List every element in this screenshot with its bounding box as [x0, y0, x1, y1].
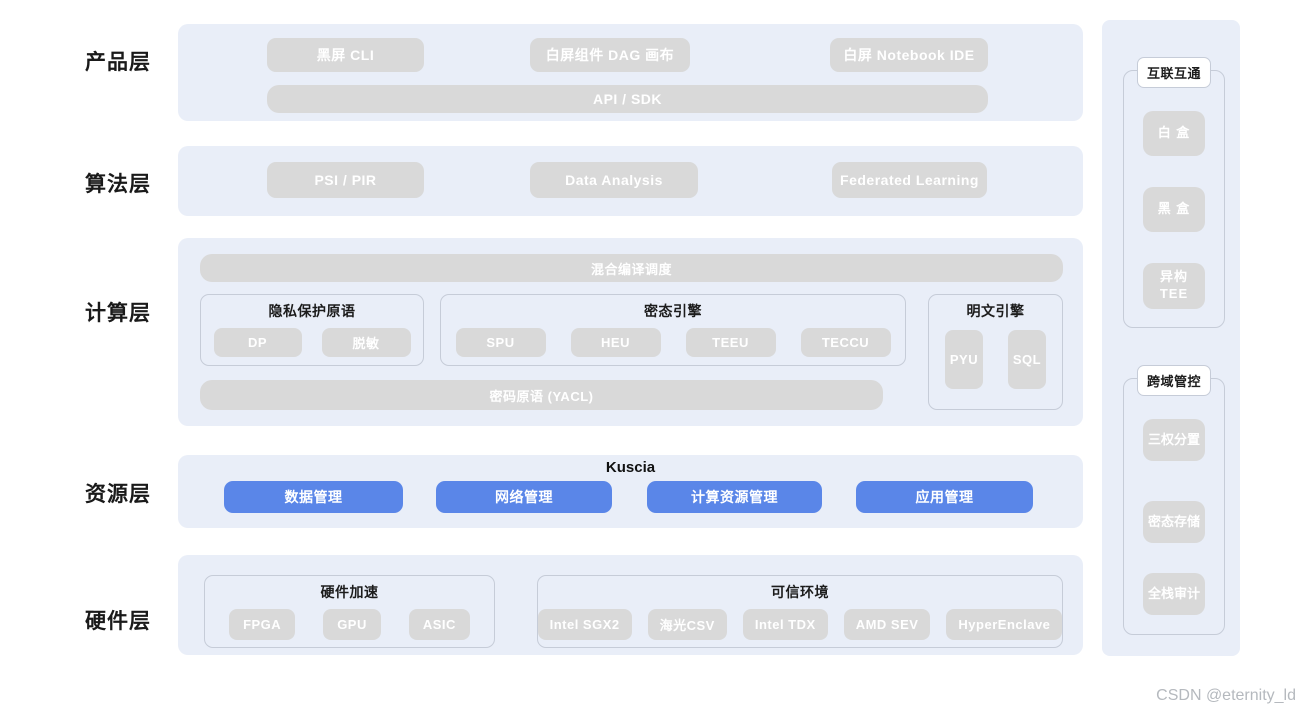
panel-hardware-layer: 硬件加速 FPGA GPU ASIC 可信环境 Intel SGX2 海光CSV… — [178, 555, 1083, 655]
pill-dp: DP — [213, 328, 302, 357]
pill-hygon-csv: 海光CSV — [647, 609, 727, 640]
panel-product-layer: 黑屏 CLI 白屏组件 DAG 画布 白屏 Notebook IDE API /… — [178, 24, 1083, 121]
pill-fullstack-audit: 全栈审计 — [1143, 573, 1205, 615]
pill-hybrid-scheduler: 混合编译调度 — [200, 254, 1063, 282]
csdn-watermark: CSDN @eternity_ld — [1156, 687, 1296, 704]
box-hardware-accel: 硬件加速 FPGA GPU ASIC — [204, 575, 495, 648]
box-title-cipher-engine: 密态引擎 — [644, 303, 702, 319]
layer-label-hardware: 硬件层 — [85, 610, 151, 633]
pill-rights-separation: 三权分置 — [1143, 419, 1205, 461]
pill-app-management: 应用管理 — [856, 481, 1033, 513]
pill-notebook-ide: 白屏 Notebook IDE — [830, 38, 988, 72]
pill-spu: SPU — [455, 328, 546, 357]
box-title-trusted-env: 可信环境 — [771, 584, 829, 600]
pill-dag-canvas: 白屏组件 DAG 画布 — [530, 38, 690, 72]
pill-compute-resource-management: 计算资源管理 — [647, 481, 822, 513]
pill-amd-sev: AMD SEV — [843, 609, 931, 640]
layer-label-resource: 资源层 — [85, 483, 151, 506]
tab-cross-domain-control: 跨域管控 — [1136, 365, 1212, 396]
pill-data-analysis: Data Analysis — [530, 162, 698, 198]
layer-label-product: 产品层 — [85, 51, 151, 74]
tab-interconnect: 互联互通 — [1136, 57, 1212, 88]
box-title-hardware-accel: 硬件加速 — [320, 584, 379, 600]
pill-pyu: PYU — [945, 330, 983, 389]
pill-data-management: 数据管理 — [224, 481, 403, 513]
pill-asic: ASIC — [408, 609, 470, 640]
box-interconnect: 互联互通 白 盒 黑 盒 异构 TEE — [1123, 57, 1225, 328]
pill-hetero-tee: 异构 TEE — [1143, 263, 1205, 309]
box-plaintext-engine: 明文引擎 PYU SQL — [928, 294, 1063, 410]
sidebar-panel: 互联互通 白 盒 黑 盒 异构 TEE 跨域管控 三权分置 密态存储 全栈审计 — [1102, 20, 1240, 656]
pill-network-management: 网络管理 — [436, 481, 612, 513]
pill-crypto-primitives-yacl: 密码原语 (YACL) — [200, 380, 883, 410]
pill-intel-tdx: Intel TDX — [742, 609, 828, 640]
pill-cli: 黑屏 CLI — [267, 38, 424, 72]
pill-fpga: FPGA — [229, 609, 296, 640]
pill-federated-learning: Federated Learning — [832, 162, 987, 198]
box-cross-domain-control: 跨域管控 三权分置 密态存储 全栈审计 — [1123, 365, 1225, 635]
box-trusted-env: 可信环境 Intel SGX2 海光CSV Intel TDX AMD SEV … — [537, 575, 1063, 648]
pill-teccu: TECCU — [800, 328, 891, 357]
box-cipher-engine: 密态引擎 SPU HEU TEEU TECCU — [440, 294, 906, 366]
panel-algorithm-layer: PSI / PIR Data Analysis Federated Learni… — [178, 146, 1083, 216]
pill-black-box: 黑 盒 — [1143, 187, 1205, 232]
pill-sql: SQL — [1008, 330, 1046, 389]
pill-heu: HEU — [570, 328, 661, 357]
pill-intel-sgx2: Intel SGX2 — [537, 609, 632, 640]
pill-api-sdk: API / SDK — [267, 85, 988, 113]
panel-compute-layer: 混合编译调度 隐私保护原语 DP 脱敏 密态引擎 SPU HEU TEEU TE… — [178, 238, 1083, 426]
pill-gpu: GPU — [323, 609, 381, 640]
pill-cipher-storage: 密态存储 — [1143, 501, 1205, 543]
layer-label-algorithm: 算法层 — [85, 173, 151, 196]
box-privacy-primitives: 隐私保护原语 DP 脱敏 — [200, 294, 424, 366]
pill-psi-pir: PSI / PIR — [267, 162, 424, 198]
pill-hyperenclave: HyperEnclave — [946, 609, 1063, 640]
pill-masking: 脱敏 — [321, 328, 411, 357]
pill-white-box: 白 盒 — [1143, 111, 1205, 156]
panel-resource-layer: Kuscia 数据管理 网络管理 计算资源管理 应用管理 — [178, 455, 1083, 528]
box-title-privacy-primitives: 隐私保护原语 — [268, 303, 356, 319]
pill-teeu: TEEU — [685, 328, 776, 357]
layer-label-compute: 计算层 — [85, 302, 151, 325]
box-title-plaintext-engine: 明文引擎 — [966, 303, 1025, 319]
resource-layer-title: Kuscia — [605, 459, 656, 476]
